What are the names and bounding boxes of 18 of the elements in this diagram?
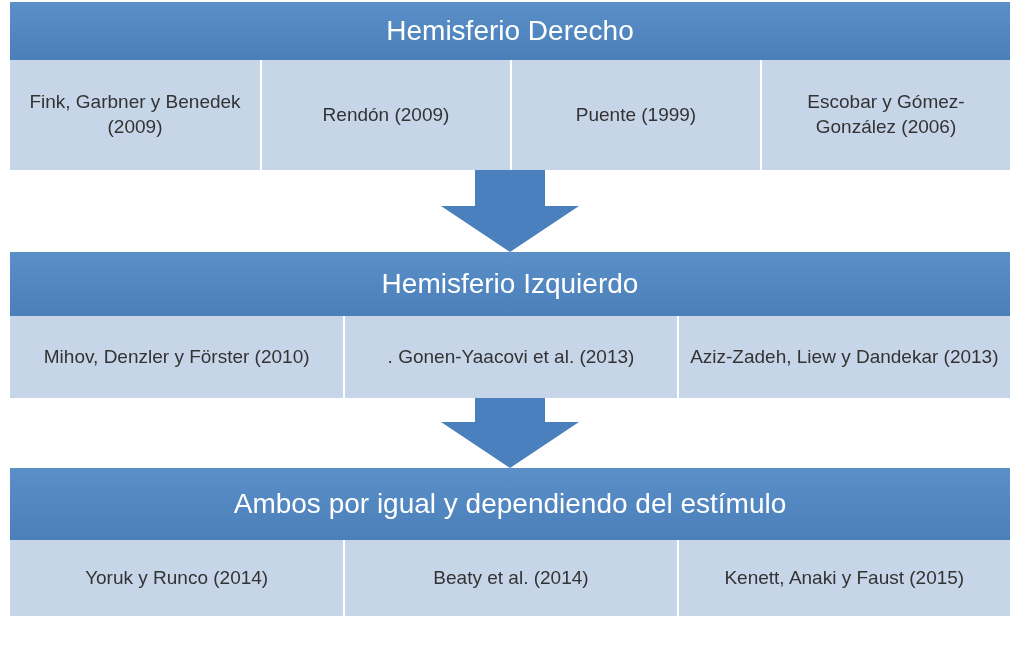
down-arrow xyxy=(441,398,579,468)
citation: Escobar y Gómez-González (2006) xyxy=(806,90,966,139)
panel xyxy=(10,468,1010,616)
panel xyxy=(10,2,1010,170)
citation: Aziz-Zadeh, Liew y Dandekar (2013) xyxy=(690,344,999,369)
citation: Puente (1999) xyxy=(575,102,697,127)
panel-heading: Hemisferio Izquierdo xyxy=(10,252,1010,316)
citation: Beaty et al. (2014) xyxy=(433,565,589,590)
citation: . Gonen-Yaacovi et al. (2013) xyxy=(387,344,635,369)
panel-heading: Ambos por igual y dependiendo del estímulo xyxy=(10,468,1010,540)
citation: Fink, Garbner y Benedek (2009) xyxy=(28,90,242,139)
citation: Rendón (2009) xyxy=(322,102,450,127)
panel xyxy=(10,252,1010,398)
citation: Mihov, Denzler y Förster (2010) xyxy=(43,344,310,369)
citation: Yoruk y Runco (2014) xyxy=(85,565,269,590)
citation: Kenett, Anaki y Faust (2015) xyxy=(724,565,965,590)
down-arrow xyxy=(441,170,579,252)
panel-heading: Hemisferio Derecho xyxy=(10,2,1010,60)
